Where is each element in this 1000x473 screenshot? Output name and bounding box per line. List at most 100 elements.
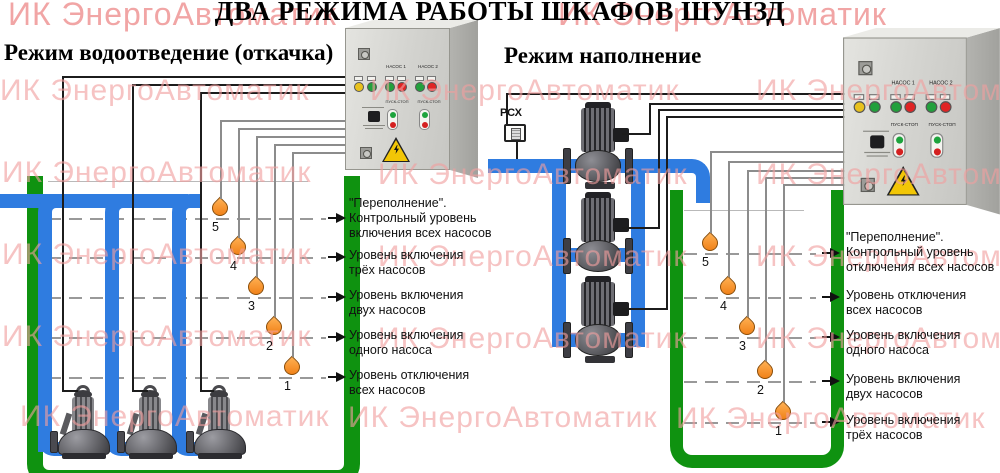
pump1-cable bbox=[62, 390, 78, 392]
water-surface-line-right bbox=[684, 210, 804, 211]
pump-base bbox=[129, 453, 173, 459]
pump1-cable bbox=[62, 76, 64, 390]
selector-caption bbox=[363, 125, 385, 126]
pump-cap bbox=[74, 390, 92, 399]
watermark: ИК ЭнергоАвтоматик bbox=[348, 401, 658, 434]
lamp-label-strip bbox=[890, 94, 901, 100]
ready-lamp-green bbox=[367, 82, 377, 92]
level-label: "Переполнение". Контрольный уровень откл… bbox=[846, 230, 994, 275]
pump-motor bbox=[581, 198, 615, 242]
pump-volute bbox=[58, 429, 110, 455]
level-line-right-4 bbox=[684, 297, 816, 299]
float-sensor-icon bbox=[208, 196, 232, 220]
latch-icon[interactable] bbox=[360, 147, 372, 159]
pump-cap bbox=[585, 192, 611, 200]
warning-triangle-icon bbox=[889, 169, 918, 195]
float-number: 2 bbox=[757, 383, 764, 397]
float-number: 1 bbox=[284, 379, 291, 393]
latch-icon[interactable] bbox=[860, 177, 875, 193]
level-label: "Переполнение". Контрольный уровень вклю… bbox=[349, 196, 492, 241]
float1-wire bbox=[292, 152, 294, 357]
level-label: Уровень включения двух насосов bbox=[349, 288, 463, 318]
pump2-cable bbox=[132, 84, 345, 86]
latch-icon[interactable] bbox=[858, 61, 873, 76]
pump1-run-lamp-green bbox=[385, 82, 395, 92]
submersible-pump-2 bbox=[117, 385, 181, 460]
pipe-left-branch-3 bbox=[172, 194, 202, 452]
watermark: ИК ЭнергоАвтоматик bbox=[378, 158, 688, 191]
arrow-icon bbox=[830, 292, 840, 302]
selector-caption bbox=[863, 130, 890, 132]
watermark: ИК ЭнергоАвтоматик bbox=[370, 74, 680, 107]
arrow-left-5 bbox=[328, 376, 337, 378]
page-title: ДВА РЕЖИМА РАБОТЫ ШКАФОВ ШУНЗД bbox=[214, 0, 786, 26]
arrow-icon bbox=[830, 376, 840, 386]
float-sensor-icon bbox=[698, 231, 722, 255]
arrow-left-2 bbox=[328, 256, 337, 258]
cabinet-front-panel: НАСОС 1 НАСОС 2 ПУСК-СТОП ПУСК-СТОП bbox=[345, 28, 450, 170]
start-stop-label-2: ПУСК-СТОП bbox=[928, 121, 956, 128]
pump-motor bbox=[581, 108, 615, 152]
float1-wire bbox=[292, 152, 345, 154]
level-label: Уровень отключения всех насосов bbox=[846, 288, 966, 318]
cabinet-top bbox=[345, 20, 478, 28]
cabinet-front-panel: НАСОС 1 НАСОС 2 ПУСК-СТОП ПУСК-СТОП bbox=[843, 37, 967, 205]
float4-wire bbox=[238, 128, 240, 238]
latch-icon[interactable] bbox=[358, 48, 370, 60]
level-line-right-1 bbox=[684, 422, 816, 424]
arrow-left-1 bbox=[328, 217, 337, 219]
pump1-cable bbox=[62, 76, 345, 78]
cabinet-top bbox=[843, 28, 1000, 38]
pump2-run-lamp-green bbox=[925, 101, 938, 113]
float2-wire bbox=[274, 144, 276, 317]
pump2-cable-right bbox=[658, 109, 845, 111]
section-header-right: Режим наполнение bbox=[504, 43, 702, 68]
pump-flange bbox=[50, 431, 58, 453]
float-sensor-icon bbox=[716, 275, 740, 299]
float4-wire-right bbox=[728, 161, 730, 277]
pump1-start-stop-button[interactable] bbox=[892, 133, 906, 158]
pump-motor bbox=[139, 397, 161, 433]
pump3-cable bbox=[200, 92, 345, 94]
arrow-icon bbox=[336, 292, 346, 302]
pcx-pipe-stub bbox=[516, 142, 518, 159]
level-label-line: отключения всех насосов bbox=[846, 260, 995, 274]
float3-wire bbox=[256, 136, 258, 277]
pump2-start-stop-button[interactable] bbox=[419, 109, 430, 130]
watermark: ИК ЭнергоАвтоматик bbox=[2, 238, 312, 271]
pump2-fault-lamp-red bbox=[427, 82, 437, 92]
level-label-line: двух насосов bbox=[846, 387, 923, 401]
pump2-start-stop-button[interactable] bbox=[930, 133, 944, 158]
pump2-cable bbox=[132, 390, 148, 392]
pump2-cable bbox=[132, 84, 134, 390]
watermark: ИК ЭнергоАвтоматик bbox=[756, 74, 1000, 107]
level-line-right-5 bbox=[684, 253, 816, 255]
watermark: ИК ЭнергоАвтоматик bbox=[756, 240, 1000, 273]
mode-selector-switch[interactable] bbox=[368, 111, 380, 122]
inline-pump-3 bbox=[563, 276, 641, 368]
arrow-right-1 bbox=[822, 252, 831, 254]
float3-wire-right bbox=[747, 170, 749, 317]
pump3-cable bbox=[200, 390, 214, 392]
pump-flange-left bbox=[563, 322, 571, 358]
watermark: ИК ЭнергоАвтоматик bbox=[676, 402, 986, 435]
mode-selector-switch[interactable] bbox=[870, 135, 885, 149]
level-label-line: Уровень отключения bbox=[349, 368, 470, 382]
arrow-icon bbox=[336, 252, 346, 262]
float3-wire-right bbox=[747, 170, 845, 172]
float1-wire-right bbox=[783, 184, 845, 186]
submersible-pump-1 bbox=[50, 385, 114, 460]
lamp-label-strip bbox=[868, 94, 880, 100]
level-label-line: "Переполнение". bbox=[846, 230, 944, 244]
float-number: 5 bbox=[212, 220, 219, 234]
pump-cap bbox=[141, 390, 159, 399]
level-label-line: Уровень включения bbox=[846, 328, 961, 342]
pump1-label: НАСОС 1 bbox=[386, 64, 406, 69]
float5-wire bbox=[220, 120, 222, 199]
pump1-start-stop-button[interactable] bbox=[387, 109, 398, 130]
pump1-cable-right bbox=[649, 103, 651, 135]
selector-caption bbox=[866, 155, 888, 157]
pump-volute bbox=[575, 150, 621, 182]
pipe-left-branch-2 bbox=[105, 194, 145, 452]
